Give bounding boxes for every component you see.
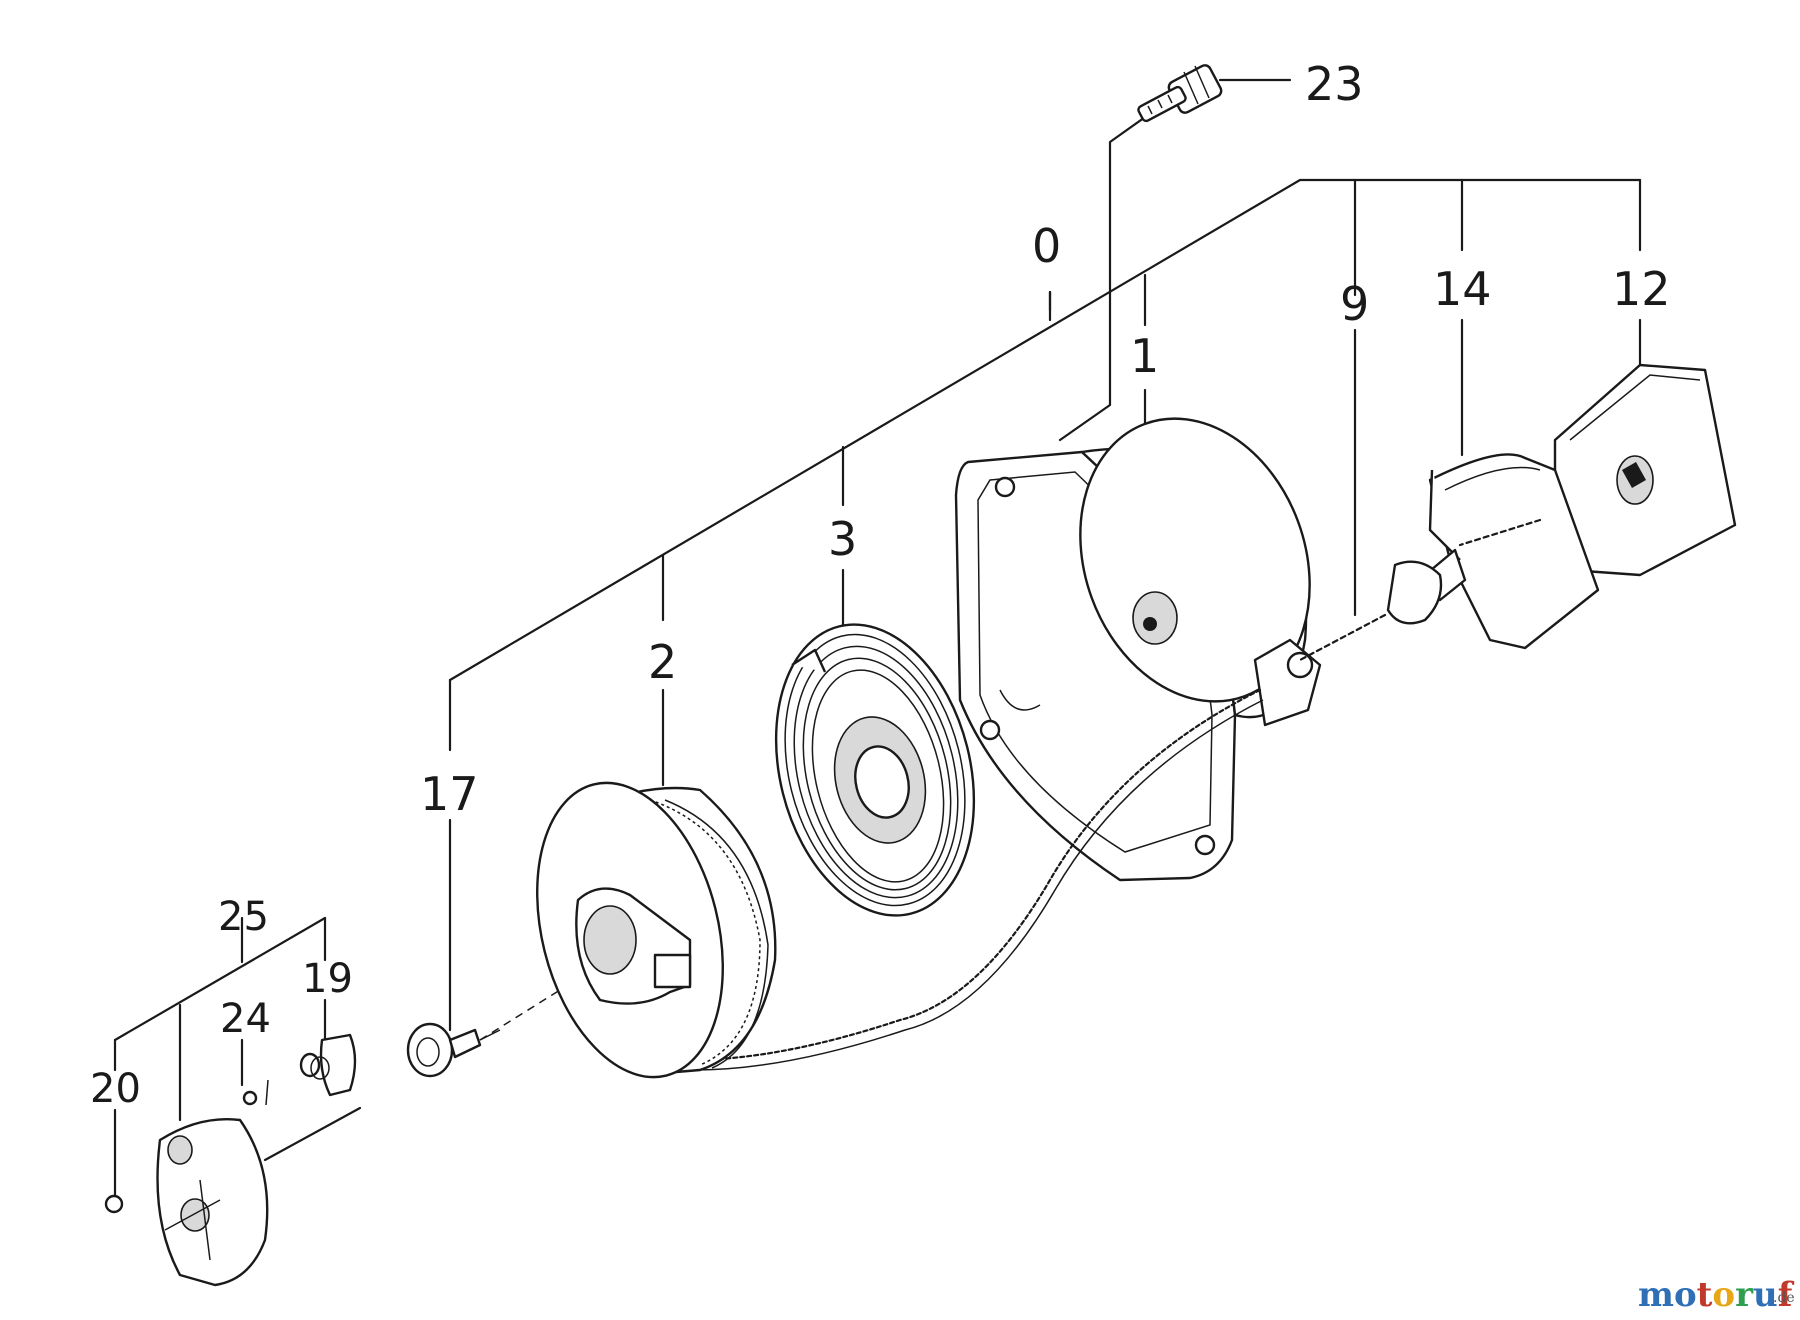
spring-24-icon — [242, 1079, 269, 1106]
pawl-plate-icon — [104, 1118, 269, 1287]
watermark-brand: motoruf — [1638, 1275, 1795, 1315]
bolt-23-icon — [1137, 64, 1223, 123]
starter-rope-icon — [638, 688, 1264, 1071]
recoil-spring-icon — [774, 623, 976, 917]
screw-17-icon — [406, 1022, 501, 1078]
callout-0: 0 — [1032, 219, 1061, 273]
callout-labels: 23 0 1 9 14 12 3 2 17 25 19 24 20 — [90, 57, 1671, 1112]
callout-14: 14 — [1433, 262, 1492, 316]
callout-24: 24 — [220, 996, 271, 1042]
starter-handle-icon — [1298, 363, 1737, 662]
starter-housing-icon — [954, 417, 1322, 882]
pawl-19-icon — [299, 1033, 357, 1097]
callout-23: 23 — [1305, 57, 1364, 111]
callout-2: 2 — [648, 635, 677, 689]
callout-19: 19 — [302, 956, 353, 1002]
starter-pulley-icon — [536, 781, 777, 1079]
watermark-tld: .de — [1773, 1290, 1795, 1306]
callout-12: 12 — [1612, 262, 1671, 316]
callout-1: 1 — [1130, 329, 1159, 383]
callout-20: 20 — [90, 1066, 141, 1112]
callout-25: 25 — [218, 894, 269, 940]
watermark-logo: motoruf .de — [1638, 1275, 1795, 1315]
callout-3: 3 — [828, 512, 857, 566]
callout-17: 17 — [420, 767, 479, 821]
callout-9: 9 — [1340, 277, 1369, 331]
